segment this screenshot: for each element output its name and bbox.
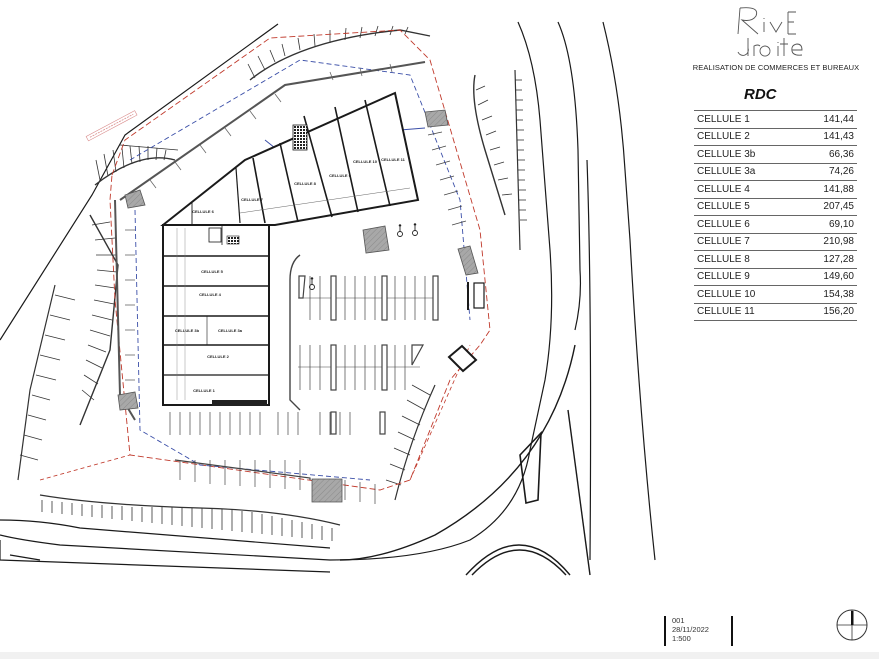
cell-name: CELLULE 5 (694, 198, 798, 216)
plan-label-cellule-9: CELLULE 9 (329, 173, 352, 178)
wheelchair-icon (412, 223, 418, 236)
plan-label-cellule-10: CELLULE 10 (353, 159, 378, 164)
title-block: 001 28/11/2022 1:500 (664, 616, 709, 646)
rive-droite-logo (737, 7, 803, 57)
cell-name: CELLULE 3b (694, 145, 798, 164)
wing-a-partitions (163, 225, 269, 406)
drawing-scale: 1:500 (672, 634, 691, 643)
embankment-slopes (17, 25, 527, 541)
plan-label-cellule-6: CELLULE 6 (192, 209, 215, 214)
boundary-annotation (85, 110, 138, 142)
wheelchair-icon (309, 277, 315, 290)
cell-area: 141,43 (797, 128, 857, 146)
plan-label-cellule-3a: CELLULE 3a (218, 328, 243, 333)
cell-area: 69,10 (797, 215, 857, 234)
plan-label-cellule-8: CELLULE 8 (294, 181, 317, 186)
cell-name: CELLULE 8 (694, 250, 798, 269)
cell-area: 127,28 (797, 250, 857, 269)
plan-label-cellule-11: CELLULE 11 (381, 157, 406, 162)
plan-label-cellule-1: CELLULE 1 (193, 388, 216, 393)
plan-label-cellule-5: CELLULE 5 (201, 269, 224, 274)
drawing-date: 28/11/2022 (672, 625, 709, 634)
north-arrow-icon (836, 609, 868, 641)
cell-area: 74,26 (797, 163, 857, 181)
cell-name: CELLULE 11 (694, 303, 798, 321)
cell-area: 141,88 (797, 180, 857, 199)
wing-b-partitions (191, 99, 411, 225)
plan-label-cellule-2: CELLULE 2 (207, 354, 230, 359)
property-boundary (109, 29, 491, 491)
roundabout (339, 344, 591, 576)
accessible-parking-icons (309, 223, 418, 290)
plan-label-cellule-3b: CELLULE 3b (175, 328, 200, 333)
cell-name: CELLULE 4 (694, 180, 798, 199)
cell-name: CELLULE 3a (694, 163, 798, 181)
floor-level-title: RDC (744, 86, 777, 103)
road-edges (0, 21, 656, 573)
cell-name: CELLULE 7 (694, 233, 798, 251)
sheet-number: 001 (672, 616, 685, 625)
plan-label-cellule-7: CELLULE 7 (241, 197, 264, 202)
utility-areas (117, 109, 479, 503)
plan-label-cellule-4: CELLULE 4 (199, 292, 222, 297)
title-block-divider (731, 616, 733, 646)
cell-name: CELLULE 10 (694, 285, 798, 304)
wheelchair-icon (397, 224, 403, 237)
cell-name: CELLULE 6 (694, 215, 798, 234)
entrance-structures (447, 282, 485, 373)
cell-area: 149,60 (797, 268, 857, 286)
cell-area: 210,98 (797, 233, 857, 251)
cell-name: CELLULE 9 (694, 268, 798, 286)
cell-area: 66,36 (797, 145, 857, 164)
page-bottom-edge (0, 652, 879, 659)
parking-lot (169, 131, 467, 504)
utility-network-line (129, 59, 471, 481)
project-subtitle: REALISATION DE COMMERCES ET BUREAUX (692, 63, 860, 72)
cell-area: 154,38 (797, 285, 857, 304)
cell-area: 207,45 (797, 198, 857, 216)
cell-name: CELLULE 1 (694, 110, 798, 129)
cell-area: 156,20 (797, 303, 857, 321)
building-cell-labels: CELLULE 1 CELLULE 2 CELLULE 3b CELLULE 3… (175, 157, 406, 393)
cell-area: 141,44 (797, 110, 857, 129)
cell-name: CELLULE 2 (694, 128, 798, 146)
